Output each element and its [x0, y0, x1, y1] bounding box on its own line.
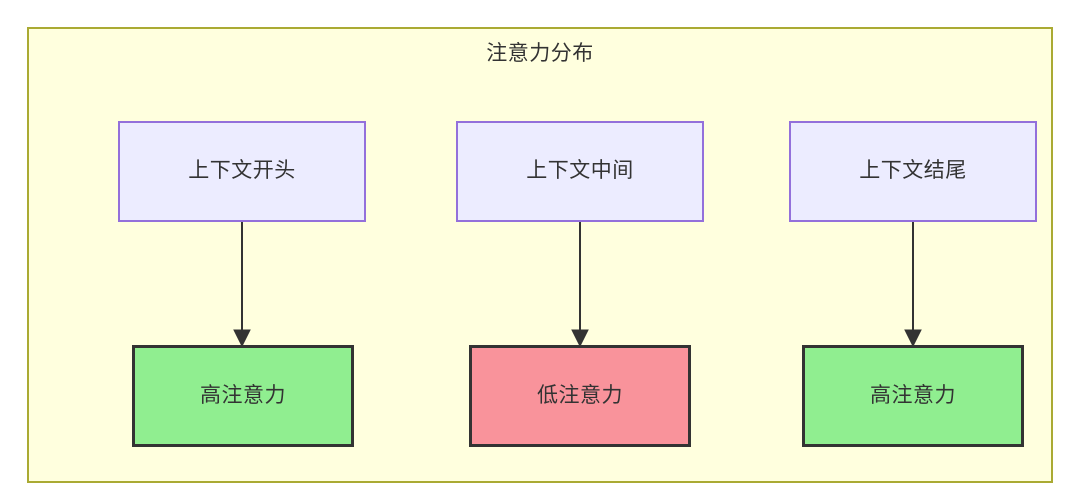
node-label: 高注意力 — [200, 383, 286, 407]
arrowhead-icon — [571, 329, 589, 348]
arrowhead-icon — [904, 329, 922, 348]
node-context-middle[interactable]: 上下文中间 — [456, 121, 704, 222]
node-label: 低注意力 — [537, 383, 623, 407]
node-high-attention-beginning[interactable]: 高注意力 — [132, 345, 354, 447]
arrowhead-icon — [233, 329, 251, 348]
node-label: 高注意力 — [870, 383, 956, 407]
node-label: 上下文中间 — [526, 159, 634, 183]
arrow-middle-to-result — [571, 222, 589, 348]
node-context-end[interactable]: 上下文结尾 — [789, 121, 1037, 222]
arrow-beginning-to-result — [233, 222, 251, 348]
node-low-attention-middle[interactable]: 低注意力 — [469, 345, 691, 447]
subgraph-title: 注意力分布 — [486, 42, 594, 65]
subgraph-container: 注意力分布 上下文开头 高注意力 上下文中间 低 — [27, 27, 1053, 483]
node-label: 上下文结尾 — [859, 159, 967, 183]
arrow-end-to-result — [904, 222, 922, 348]
node-high-attention-end[interactable]: 高注意力 — [802, 345, 1024, 447]
node-context-beginning[interactable]: 上下文开头 — [118, 121, 366, 222]
node-label: 上下文开头 — [188, 159, 296, 183]
